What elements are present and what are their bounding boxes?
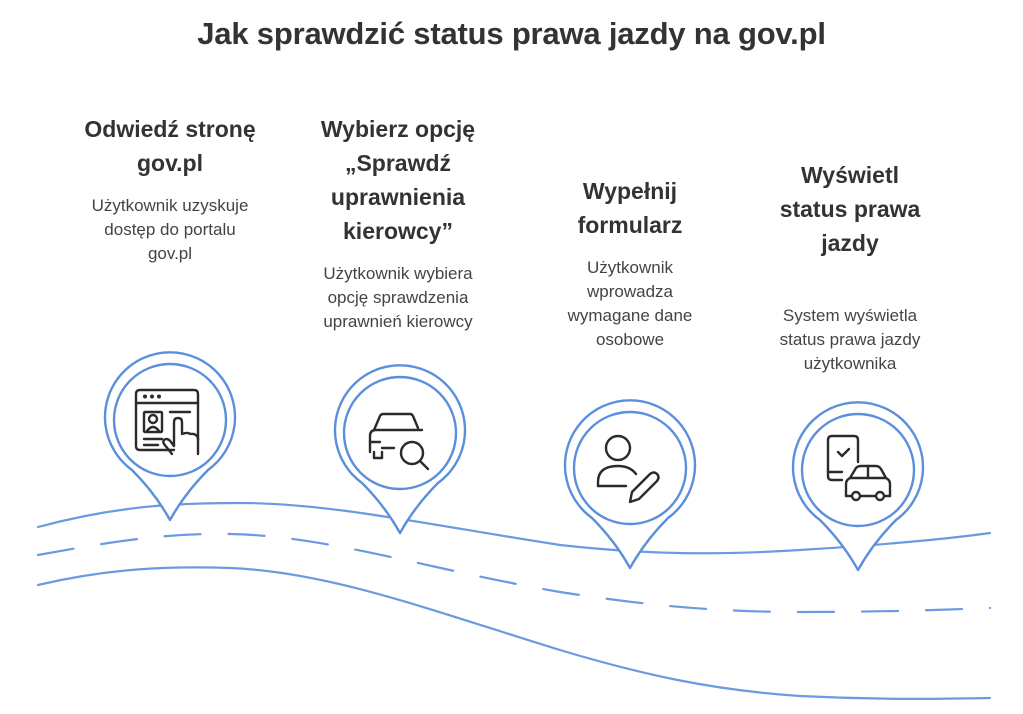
pin-4 xyxy=(791,401,925,572)
pin-1 xyxy=(103,351,237,522)
step-1-heading: Odwiedź stronę gov.pl xyxy=(84,116,256,176)
step-2-text: Wybierz opcję „Sprawdź uprawnienia kiero… xyxy=(288,112,508,334)
road-bottom-edge xyxy=(36,566,992,700)
road-center-dashed-line xyxy=(36,532,992,614)
step-2-heading: Wybierz opcję „Sprawdź uprawnienia kiero… xyxy=(320,116,476,244)
step-4-description: System wyświetla status prawa jazdy użyt… xyxy=(779,306,921,373)
step-4-text: Wyświetl status prawa jazdy System wyświ… xyxy=(750,158,950,376)
pin-3 xyxy=(563,399,697,570)
step-3-description: Użytkownik wprowadza wymagane dane osobo… xyxy=(567,258,693,349)
step-4-heading: Wyświetl status prawa jazdy xyxy=(779,162,921,256)
step-3-text: Wypełnij formularz Użytkownik wprowadza … xyxy=(530,174,730,352)
phone-check-car-icon xyxy=(826,434,892,502)
page-title: Jak sprawdzić status prawa jazdy na gov.… xyxy=(197,16,826,51)
step-2-description: Użytkownik wybiera opcję sprawdzenia upr… xyxy=(323,264,473,331)
user-edit-icon xyxy=(596,434,660,504)
car-search-icon xyxy=(368,412,430,471)
browser-touch-icon xyxy=(134,388,200,456)
step-1-description: Użytkownik uzyskuje dostęp do portalu go… xyxy=(91,196,249,263)
step-1-text: Odwiedź stronę gov.pl Użytkownik uzyskuj… xyxy=(60,112,280,266)
step-3-heading: Wypełnij formularz xyxy=(577,178,683,238)
pin-2 xyxy=(333,364,467,535)
